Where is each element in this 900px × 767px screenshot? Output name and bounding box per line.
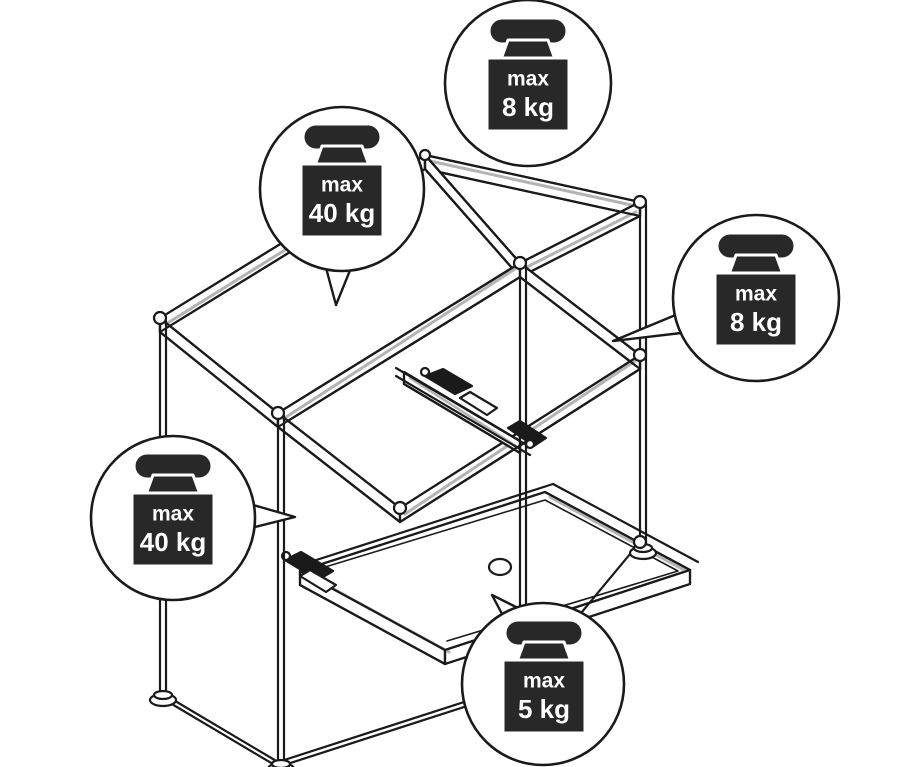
callout-value-label: 8 kg bbox=[730, 307, 782, 337]
weight-icon bbox=[713, 231, 799, 348]
callout-value-label: 40 kg bbox=[309, 198, 376, 228]
callout-value-label: 40 kg bbox=[140, 527, 207, 557]
callout-max-label: max bbox=[152, 503, 194, 526]
callout-value-label: 8 kg bbox=[502, 92, 554, 122]
weight-icon bbox=[130, 451, 216, 568]
weight-icon bbox=[299, 122, 385, 239]
callout-max-label: max bbox=[321, 174, 363, 197]
corner-joints bbox=[152, 148, 648, 550]
weight-icon bbox=[501, 618, 587, 735]
callout-max-label: max bbox=[735, 283, 777, 306]
upper-pullout-tray bbox=[394, 366, 548, 457]
callout-value-label: 5 kg bbox=[518, 694, 570, 724]
callout-max-label: max bbox=[523, 670, 565, 693]
callout-top-shelf-8kg[interactable]: max 8 kg bbox=[443, 0, 613, 168]
callout-pullout-tray-5kg[interactable]: max 5 kg bbox=[460, 593, 626, 767]
weight-icon bbox=[485, 16, 571, 133]
callout-right-shelf-8kg[interactable]: max 8 kg bbox=[611, 213, 841, 383]
callout-upper-shelf-40kg[interactable]: max 40 kg bbox=[258, 105, 426, 307]
callout-max-label: max bbox=[507, 68, 549, 91]
callout-lower-shelf-40kg[interactable]: max 40 kg bbox=[89, 434, 297, 602]
